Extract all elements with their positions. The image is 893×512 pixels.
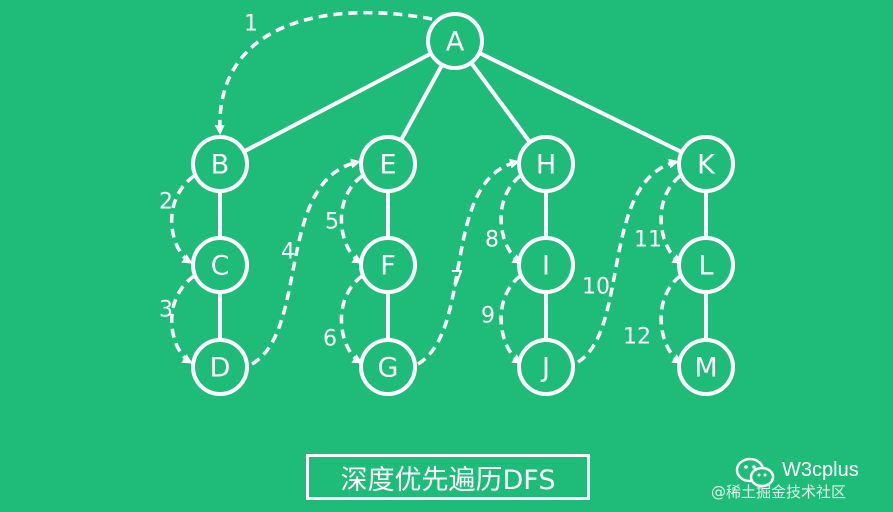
- node-label-j: J: [540, 353, 550, 384]
- caption: 深度优先遍历DFS: [306, 454, 590, 500]
- traversal-step-label-1: 1: [244, 12, 258, 37]
- tree-edge-a-k: [454, 39, 707, 166]
- tree-node-m: M: [677, 338, 735, 396]
- traversal-arrow-5: [339, 174, 364, 264]
- traversal-arrow-1: [214, 10, 433, 135]
- tree-edge-a-b: [219, 39, 456, 166]
- traversal-step-label-2: 2: [159, 190, 173, 215]
- traversal-step-label-7: 7: [450, 268, 464, 293]
- tree-node-b: B: [191, 135, 249, 193]
- traversal-arrow-9: [499, 274, 523, 364]
- node-label-i: I: [542, 251, 550, 282]
- traversal-step-label-6: 6: [323, 327, 337, 352]
- tree-nodes: A B C D E F G H I J K L M: [191, 12, 735, 396]
- node-label-b: B: [211, 150, 230, 181]
- node-circle-f: [359, 236, 417, 294]
- node-circle-h: [517, 135, 575, 193]
- traversal-step-label-3: 3: [159, 298, 173, 323]
- node-label-g: G: [378, 353, 399, 384]
- wechat-icon: [735, 457, 775, 488]
- node-circle-b: [191, 135, 249, 193]
- node-label-k: K: [697, 150, 716, 181]
- watermark-name: W3cplus: [782, 459, 859, 481]
- node-label-c: C: [211, 251, 230, 282]
- traversal-step-label-12: 12: [623, 325, 651, 350]
- node-label-l: L: [698, 251, 713, 282]
- traversal-arrow-6: [339, 274, 364, 364]
- tree-node-g: G: [359, 338, 417, 396]
- traversal-arrow-8: [499, 174, 523, 264]
- traversal-step-label-11: 11: [634, 228, 662, 253]
- traversal-arrow-12: [659, 274, 683, 364]
- traversal-step-label-8: 8: [485, 228, 499, 253]
- tree-node-c: C: [191, 236, 249, 294]
- tree-node-d: D: [191, 338, 249, 396]
- traversal-arrow-3: [169, 274, 196, 364]
- watermark-sub: @稀土掘金技术社区: [711, 483, 847, 501]
- tree-node-j: J: [517, 338, 575, 396]
- node-circle-d: [191, 338, 249, 396]
- tree-node-e: E: [359, 135, 417, 193]
- node-circle-k: [677, 135, 735, 193]
- tree-node-k: K: [677, 135, 735, 193]
- traversal-step-label-9: 9: [481, 304, 495, 329]
- traversal-step-label-4: 4: [281, 240, 295, 265]
- node-label-a: A: [446, 27, 465, 58]
- node-circle-m: [677, 338, 735, 396]
- node-label-h: H: [536, 150, 556, 181]
- traversal-arrow-11: [659, 174, 683, 264]
- traversal-arrow-2: [169, 174, 196, 264]
- tree-node-h: H: [517, 135, 575, 193]
- traversal-step-label-5: 5: [325, 210, 339, 235]
- tree-node-f: F: [359, 236, 417, 294]
- node-label-f: F: [380, 251, 396, 282]
- node-circle-c: [191, 236, 249, 294]
- tree-node-i: I: [517, 236, 575, 294]
- node-circle-j: [517, 338, 575, 396]
- node-label-m: M: [694, 353, 717, 384]
- tree-node-l: L: [677, 236, 735, 294]
- watermark: W3cplus @稀土掘金技术社区: [711, 455, 885, 505]
- node-circle-l: [677, 236, 735, 294]
- node-circle-e: [359, 135, 417, 193]
- node-circle-i: [517, 236, 575, 294]
- node-circle-a: [426, 12, 484, 70]
- tree-node-a: A: [426, 12, 484, 70]
- node-label-d: D: [210, 353, 231, 384]
- traversal-step-label-10: 10: [582, 275, 610, 300]
- node-label-e: E: [379, 150, 396, 181]
- node-circle-g: [359, 338, 417, 396]
